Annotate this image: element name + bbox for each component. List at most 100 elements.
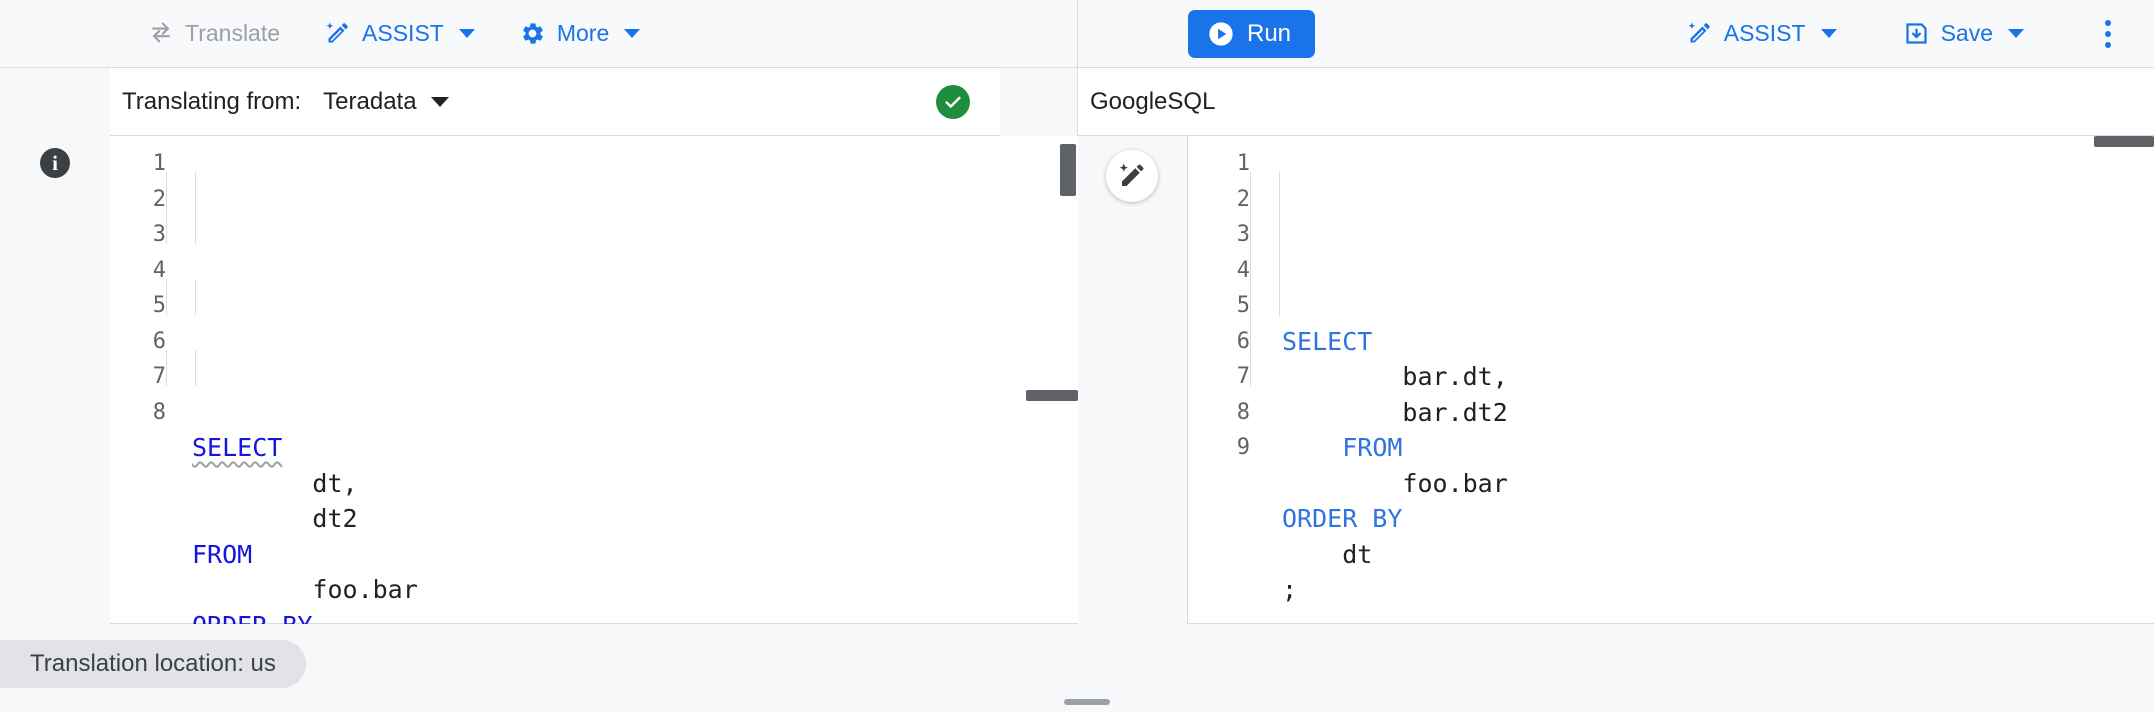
code-line[interactable]: ORDER BY (1282, 501, 2154, 537)
code-token: foo.bar (312, 575, 418, 604)
code-token: dt (1342, 539, 1373, 569)
chevron-down-icon (1820, 29, 1837, 38)
more-button-label: More (556, 20, 610, 46)
code-token: dt2 (312, 504, 358, 533)
code-line[interactable]: foo.bar (1282, 466, 2154, 502)
translate-button-label: Translate (185, 20, 281, 46)
center-divider-spacer (1000, 68, 1078, 136)
save-button-label: Save (1940, 20, 1993, 46)
play-circle-icon (1207, 20, 1235, 48)
top-toolbar: Translate ASSIST (0, 0, 2154, 68)
run-button-label: Run (1247, 19, 1292, 47)
left-gutter-spacer (0, 68, 110, 136)
code-token: ; (1282, 575, 1298, 604)
code-line[interactable]: FROM (1282, 430, 2154, 466)
code-line[interactable]: ; (1282, 572, 2154, 608)
line-number: 1 (1236, 151, 1250, 176)
toolbar-right-group: Run ASSIST (1078, 0, 2154, 67)
code-line[interactable]: dt, (192, 466, 1078, 502)
line-number: 4 (152, 257, 166, 283)
code-line[interactable]: bar.dt, (1282, 359, 2154, 395)
chevron-down-icon (430, 96, 449, 107)
indent-guide (195, 172, 196, 244)
code-token: FROM (192, 539, 253, 569)
assist-button-right-label: ASSIST (1723, 20, 1806, 46)
translate-button[interactable]: Translate (148, 21, 280, 47)
check-circle-icon (936, 84, 970, 119)
pane-splitter[interactable] (1026, 136, 1188, 624)
assist-fab-button[interactable] (1106, 150, 1158, 202)
translating-from-label: Translating from: (122, 87, 302, 115)
indent-guide (1250, 350, 1251, 386)
code-line[interactable]: bar.dt2 (1282, 395, 2154, 431)
run-button[interactable]: Run (1188, 9, 1316, 58)
code-token: foo.bar (1402, 468, 1508, 498)
indent-guide (1250, 172, 1251, 352)
line-number: 4 (1236, 257, 1250, 283)
code-line[interactable]: foo.bar (192, 572, 1078, 608)
magic-pencil-icon (1117, 161, 1147, 191)
save-button[interactable]: Save (1903, 20, 2024, 47)
indent-guide (195, 350, 196, 386)
info-icon[interactable]: i (40, 148, 70, 178)
line-number: 7 (152, 364, 166, 389)
translation-location-text: Translation location: us (30, 650, 276, 677)
code-line[interactable]: FROM (192, 537, 1078, 573)
chevron-down-icon (2008, 29, 2024, 38)
line-number: 7 (1236, 364, 1250, 389)
code-token: bar.dt2 (1402, 397, 1508, 427)
translation-location-badge: Translation location: us (0, 640, 306, 688)
line-number: 5 (152, 293, 166, 318)
target-horizontal-scrollbar-thumb[interactable] (2094, 136, 2154, 147)
source-dialect-select[interactable]: Teradata (323, 88, 449, 116)
indent-guide (1279, 172, 1280, 316)
code-token: FROM (1342, 433, 1403, 462)
assist-button-left[interactable]: ASSIST (324, 20, 475, 47)
code-line[interactable]: SELECT (1282, 324, 2154, 360)
left-info-gutter: i (0, 136, 110, 624)
assist-button-right[interactable]: ASSIST (1686, 20, 1837, 47)
line-number: 8 (152, 399, 166, 425)
panel-resize-handle[interactable] (1064, 699, 1110, 705)
more-button[interactable]: More (519, 20, 641, 47)
line-number: 3 (152, 222, 166, 247)
code-token: bar.dt, (1402, 362, 1508, 391)
chevron-down-icon (458, 29, 475, 38)
target-dialect-label: GoogleSQL (1090, 87, 1216, 115)
toolbar-left-group: Translate ASSIST (0, 0, 1078, 67)
footer-bar: Translation location: us (0, 624, 2154, 712)
code-token: ORDER BY (1282, 504, 1403, 533)
save-disk-icon (1903, 20, 1930, 47)
line-number: 6 (1236, 328, 1250, 354)
gear-icon (519, 20, 546, 47)
indent-guide (195, 279, 196, 315)
chevron-down-icon (624, 29, 641, 38)
line-number: 8 (1236, 399, 1250, 425)
kebab-dot (2105, 41, 2111, 48)
source-horizontal-scrollbar-thumb[interactable] (1026, 390, 1078, 401)
line-number: 1 (152, 151, 166, 176)
indent-guide (166, 279, 167, 315)
source-vertical-scrollbar-thumb[interactable] (1060, 144, 1076, 196)
source-dialect-bar: Translating from: Teradata (110, 68, 1000, 136)
line-number: 3 (1236, 222, 1250, 247)
indent-guide (166, 172, 167, 244)
assist-button-left-label: ASSIST (362, 20, 444, 46)
code-line[interactable]: SELECT (192, 430, 1078, 466)
kebab-dot (2105, 19, 2111, 26)
code-line[interactable]: dt2 (192, 501, 1078, 537)
line-number: 6 (152, 328, 166, 354)
line-number: 5 (1236, 293, 1250, 318)
translate-swap-icon (148, 21, 174, 47)
code-line[interactable]: dt (1282, 537, 2154, 573)
kebab-menu-icon[interactable] (2090, 16, 2126, 52)
code-token: SELECT (192, 433, 283, 462)
line-number: 2 (1236, 186, 1250, 212)
